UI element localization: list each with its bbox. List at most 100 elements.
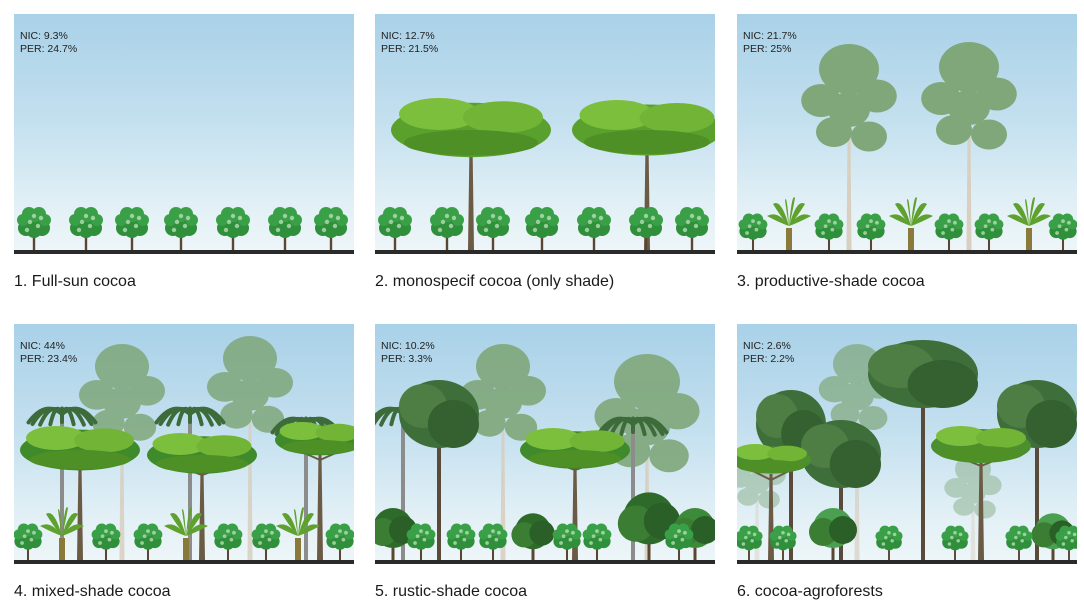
shade-tree [520,428,630,560]
panel-3: NIC: 21.7% PER: 25% 3. productive-shade … [737,14,1077,291]
scene-illustration [14,207,354,254]
per-value: PER: 24.7% [20,43,78,55]
cocoa-tree [14,523,43,560]
cocoa-tree [164,207,198,250]
panel-caption: 5. rustic-shade cocoa [375,583,528,600]
panel-4: NIC: 44% PER: 23.4% 4. mixed-shade cocoa [14,324,354,601]
nic-value: NIC: 2.6% [743,340,791,352]
cocoa-tree [216,207,250,250]
scene-full-sun: NIC: 9.3% PER: 24.7% [14,14,354,254]
ground-line [737,560,1077,564]
panel-1: NIC: 9.3% PER: 24.7% 1. Full-sun cocoa [14,14,354,291]
scene-mixed: NIC: 44% PER: 23.4% [14,324,354,564]
cocoa-tree [133,523,163,560]
panel-caption: 6. cocoa-agroforests [737,583,883,600]
broadleaf-tree [868,340,978,560]
panel-5: NIC: 10.2% PER: 3.3% 5. rustic-shade coc… [375,324,715,601]
scene-agroforest: NIC: 2.6% PER: 2.2% [737,324,1077,564]
cocoa-tree [213,523,243,560]
scene-illustration [737,340,1077,564]
scene-illustration [14,336,354,564]
cocoa-tree [314,207,348,250]
panel-caption: 2. monospecif cocoa (only shade) [375,273,615,290]
panel-caption: 1. Full-sun cocoa [14,273,136,290]
per-value: PER: 23.4% [20,353,78,365]
cocoa-tree [115,207,149,250]
scene-illustration [737,42,1077,254]
stats-box: NIC: 2.6% PER: 2.2% [743,340,794,366]
ground-line [14,560,354,564]
cocoa-tree [582,523,612,560]
tall-tree [801,44,897,250]
cocoa-tree [69,207,103,250]
shade-tree [737,444,811,560]
cocoa-tree [769,525,797,560]
cocoa-tree [664,523,694,560]
palm-tree [597,416,669,560]
banana-plant [767,197,811,250]
nic-value: NIC: 12.7% [381,30,435,42]
cocoa-tree [1005,525,1033,560]
shade-tree [391,98,551,250]
panel-caption: 4. mixed-shade cocoa [14,583,171,600]
bush-tree [511,513,555,560]
palm-tree [26,406,98,560]
cocoa-tree [1055,525,1077,560]
nic-value: NIC: 44% [20,340,65,352]
ground-line [375,560,715,564]
per-value: PER: 3.3% [381,353,433,365]
cocoa-tree [478,523,508,560]
scene-monospecific: NIC: 12.7% PER: 21.5% [375,14,715,254]
stats-box: NIC: 21.7% PER: 25% [743,30,797,56]
panel-2: NIC: 12.7% PER: 21.5% 2. monospecif coco… [375,14,715,291]
cocoa-tree [430,207,464,250]
cocoa-tree [17,207,51,250]
shade-tree [275,422,354,560]
cocoa-tree [737,525,763,560]
cocoa-tree [875,525,903,560]
per-value: PER: 21.5% [381,43,439,55]
banana-plant [276,507,320,560]
cocoa-tree [814,213,844,250]
panel-6: NIC: 2.6% PER: 2.2% 6. cocoa-agroforests [737,324,1077,601]
cocoa-tree [974,213,1004,250]
cocoa-tree [525,207,559,250]
cocoa-tree [856,213,886,250]
banana-plant [40,507,84,560]
cocoa-tree [446,523,476,560]
stats-box: NIC: 9.3% PER: 24.7% [20,30,77,56]
cocoa-tree [406,523,436,560]
bush-tree [809,508,857,560]
banana-plant [889,197,933,250]
banana-plant [1007,197,1051,250]
stats-box: NIC: 44% PER: 23.4% [20,340,77,366]
palm-tree [154,406,226,560]
cocoa-tree [934,213,964,250]
tall-tree [594,354,700,560]
banana-plant [164,507,208,560]
nic-value: NIC: 21.7% [743,30,797,42]
panel-caption: 3. productive-shade cocoa [737,273,925,290]
cocoa-tree [268,207,302,250]
ground-line [737,250,1077,254]
cocoa-tree [1048,213,1077,250]
shade-tree [931,426,1031,560]
cocoa-tree [476,207,510,250]
cocoa-tree [552,523,582,560]
broadleaf-tree [399,380,479,560]
cocoa-tree [577,207,611,250]
nic-value: NIC: 10.2% [381,340,435,352]
shade-tree [147,433,257,560]
shade-tree [572,100,715,250]
scene-illustration [375,344,715,564]
cocoa-tree [629,207,663,250]
cocoa-tree [738,213,768,250]
shade-tree [20,426,140,560]
per-value: PER: 25% [743,43,792,55]
stats-box: NIC: 12.7% PER: 21.5% [381,30,438,56]
tall-tree [921,42,1017,250]
cocoa-tree [325,523,354,560]
bush-tree [617,492,681,560]
stats-box: NIC: 10.2% PER: 3.3% [381,340,435,366]
cocoa-tree [675,207,709,250]
